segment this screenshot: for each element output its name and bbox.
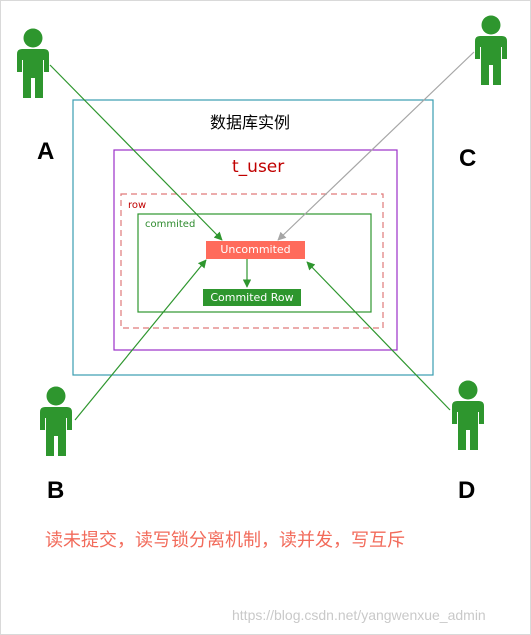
caption-text: 读未提交，读写锁分离机制，读并发，写互斥 xyxy=(45,530,405,551)
user-c-arrow xyxy=(277,51,475,241)
row-box xyxy=(120,193,384,329)
database-instance-box xyxy=(72,99,434,376)
commited-box xyxy=(137,213,372,313)
user-b-icon xyxy=(40,386,72,456)
uncommited-box xyxy=(206,241,305,259)
table-label: t_user xyxy=(232,157,285,177)
user-d-arrow xyxy=(306,261,451,411)
commited-row-box xyxy=(203,289,301,306)
user-c-icon xyxy=(475,15,507,85)
user-b-label: B xyxy=(47,477,65,504)
user-a-arrow xyxy=(49,64,223,241)
uncommited-label: Uncommited xyxy=(220,243,291,256)
commited-label: commited xyxy=(145,219,196,230)
table-box xyxy=(113,149,398,351)
row-label: row xyxy=(128,200,147,211)
user-a-icon xyxy=(17,28,49,98)
user-c-label: C xyxy=(459,145,477,172)
database-label: 数据库实例 xyxy=(210,113,291,132)
watermark-text: https://blog.csdn.net/yangwenxue_admin xyxy=(232,607,486,623)
user-a-label: A xyxy=(37,138,55,165)
user-b-arrow xyxy=(74,259,207,421)
user-d-label: D xyxy=(458,477,476,504)
commited-row-label: Commited Row xyxy=(210,291,294,304)
user-d-icon xyxy=(452,380,484,450)
